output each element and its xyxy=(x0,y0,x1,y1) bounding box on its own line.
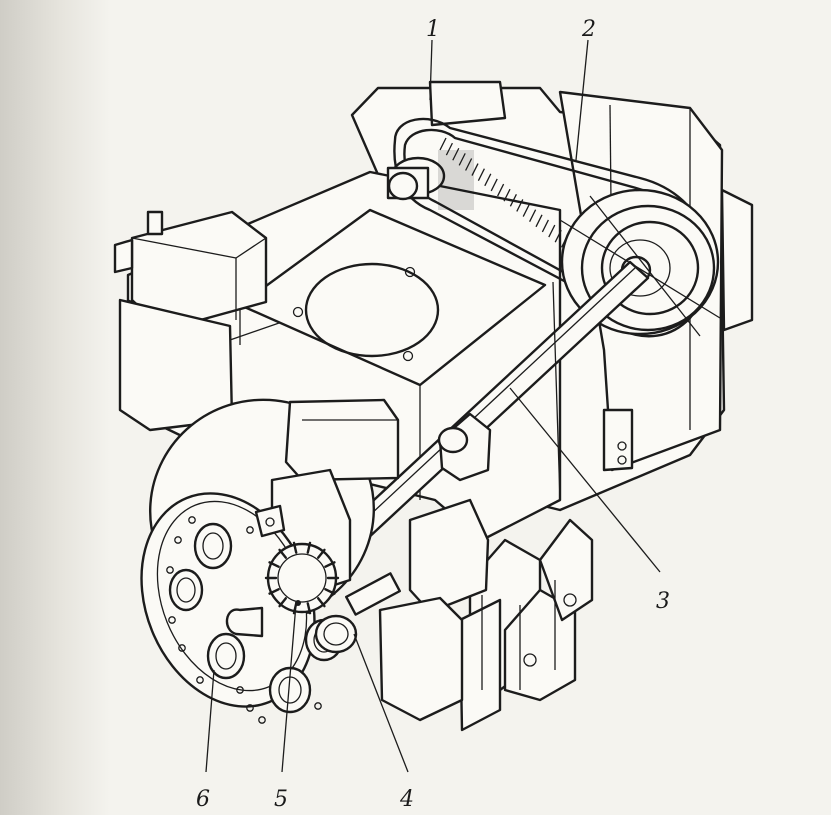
leader-lines xyxy=(205,39,661,773)
belt-tooth xyxy=(529,209,537,222)
gear-tooth xyxy=(292,541,298,554)
label-1: 1 xyxy=(426,17,440,42)
gear-tooth xyxy=(324,588,336,595)
label-6: 6 xyxy=(196,787,210,812)
gear-tooth xyxy=(317,548,326,559)
belt-tooth xyxy=(477,168,485,182)
gear-tooth xyxy=(317,597,326,608)
belt-tooth xyxy=(522,204,530,217)
belt-tooth xyxy=(497,183,505,197)
driving-pulley xyxy=(386,150,474,210)
gear-wheel xyxy=(264,541,340,615)
belt-tooth xyxy=(452,147,460,161)
belt-tooth xyxy=(490,178,498,192)
belt-tooth xyxy=(503,188,511,202)
page-edge-shadow xyxy=(0,0,110,815)
belt-tooth xyxy=(471,163,479,176)
belt-tooth xyxy=(439,137,447,151)
turret-head xyxy=(140,398,490,724)
belt-tooth xyxy=(465,158,473,171)
belt-tooth xyxy=(554,229,562,243)
gear-tooth xyxy=(324,561,336,568)
gear-tooth xyxy=(278,597,287,608)
bolt-holes xyxy=(166,516,322,724)
label-3: 3 xyxy=(656,589,670,614)
gear-tooth xyxy=(268,561,280,568)
belt-tooth xyxy=(548,224,556,238)
belt-tooth xyxy=(445,142,453,156)
belt-tooth xyxy=(458,153,466,166)
belt-tooth xyxy=(516,199,524,212)
callout-labels: 1 2 3 4 5 6 xyxy=(196,17,670,812)
belt-tooth xyxy=(484,173,492,187)
label-5: 5 xyxy=(274,787,288,812)
label-4: 4 xyxy=(399,787,414,812)
gear-tooth xyxy=(278,548,287,559)
belt-tooth xyxy=(541,219,549,233)
belt-tooth xyxy=(509,194,517,207)
gear-tooth xyxy=(306,602,312,615)
label-2: 2 xyxy=(581,17,596,42)
pinion-gear xyxy=(314,572,401,654)
gear-tooth xyxy=(306,541,312,554)
gear-tooth xyxy=(268,588,280,595)
belt-tooth xyxy=(535,214,543,228)
